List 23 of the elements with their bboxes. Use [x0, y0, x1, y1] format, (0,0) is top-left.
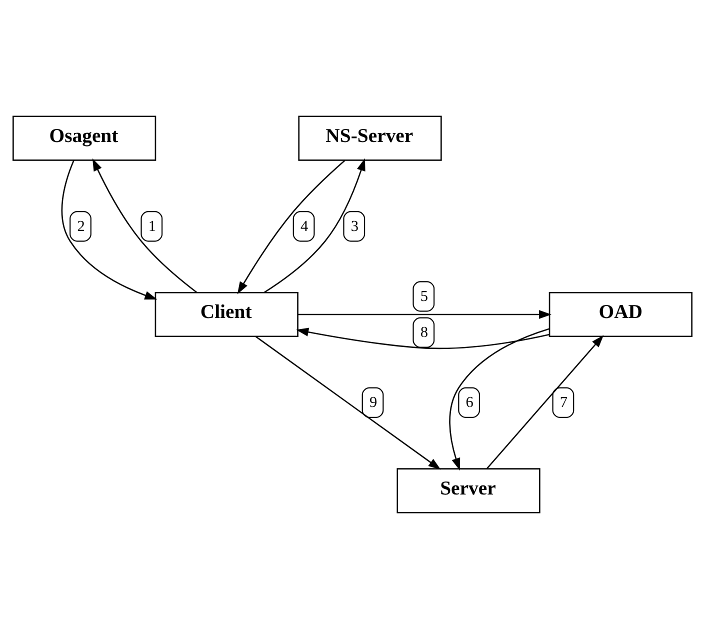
- edge-label: 7: [560, 394, 568, 412]
- arrow: [296, 328, 550, 350]
- arrow: [264, 158, 366, 294]
- edge-label: 9: [369, 394, 378, 412]
- edge-label: 5: [420, 288, 428, 306]
- edge-label: 8: [420, 324, 428, 342]
- arrow: [255, 336, 441, 470]
- node-box: Client: [154, 292, 298, 338]
- edge-label: 3: [350, 218, 359, 235]
- node-box: Osagent: [12, 116, 156, 161]
- arrow: [449, 328, 550, 471]
- node-box: Server: [396, 468, 540, 514]
- arrow: [486, 335, 604, 469]
- arrow: [92, 158, 198, 294]
- edge-label: 2: [77, 218, 85, 235]
- edge-label: 4: [300, 218, 308, 235]
- arrow: [61, 160, 158, 300]
- arrow: [298, 310, 552, 319]
- node-box: NS-Server: [298, 116, 442, 161]
- node-box: OAD: [548, 292, 692, 338]
- arrow: [237, 160, 346, 294]
- edge-label: 1: [148, 218, 156, 235]
- edge-label: 6: [466, 394, 474, 412]
